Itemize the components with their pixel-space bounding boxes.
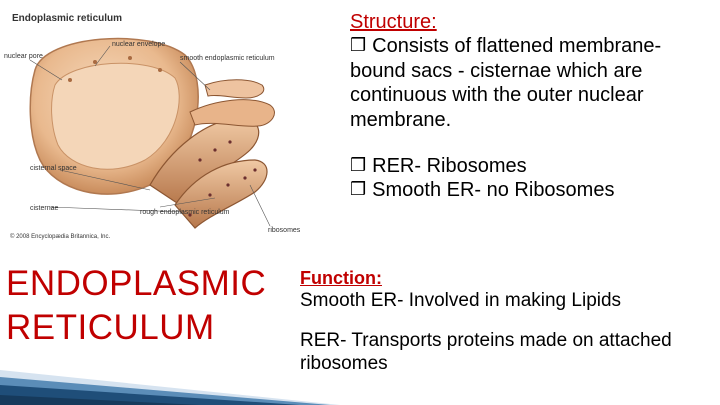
slide-title-line-2: RETICULUM <box>6 308 215 347</box>
structure-section: Structure: ❒Consists of flattened membra… <box>350 10 712 203</box>
slide-title: ENDOPLASMIC RETICULUM <box>6 262 266 350</box>
function-line-1: Smooth ER- Involved in making Lipids <box>300 289 622 311</box>
copyright-text: © 2008 Encyclopædia Britannica, Inc. <box>10 233 110 240</box>
structure-bullet-1-text: Consists of flattened membrane-bound sac… <box>350 35 662 131</box>
label-nuclear-pore: nuclear pore <box>4 53 43 60</box>
structure-bullet-3: ❒Smooth ER- no Ribosomes <box>350 178 712 202</box>
checkbox-bullet-icon: ❒ <box>350 35 367 56</box>
structure-bullet-3-text: Smooth ER- no Ribosomes <box>372 179 615 202</box>
label-nuclear-envelope: nuclear envelope <box>112 41 165 48</box>
er-membranes-graphic <box>149 79 275 229</box>
structure-bullet-2: ❒RER- Ribosomes <box>350 154 712 178</box>
label-rough-er: rough endoplasmic reticulum <box>140 209 230 216</box>
structure-bullet-2-text: RER- Ribosomes <box>372 154 527 177</box>
checkbox-bullet-icon: ❒ <box>350 179 367 200</box>
figure-title: Endoplasmic reticulum <box>12 13 122 24</box>
structure-bullet-1: ❒Consists of flattened membrane-bound sa… <box>350 34 712 132</box>
function-heading: Function: <box>300 268 382 288</box>
function-line-2: RER- Transports proteins made on attache… <box>300 330 672 375</box>
label-ribosomes: ribosomes <box>268 227 300 234</box>
function-section: Function: Smooth ER- Involved in making … <box>300 268 715 376</box>
structure-heading: Structure: <box>350 11 437 33</box>
checkbox-bullet-icon: ❒ <box>350 154 367 175</box>
er-diagram: Endoplasmic reticulum nuclear envelope <box>4 13 300 240</box>
label-smooth-er: smooth endoplasmic reticulum <box>180 55 275 62</box>
nucleus-graphic <box>29 37 199 195</box>
slide-title-line-1: ENDOPLASMIC <box>6 264 267 303</box>
label-cisternae: cisternae <box>30 205 59 212</box>
label-cisternal-space: cisternal space <box>30 165 77 172</box>
decorative-ribbon <box>0 370 340 405</box>
